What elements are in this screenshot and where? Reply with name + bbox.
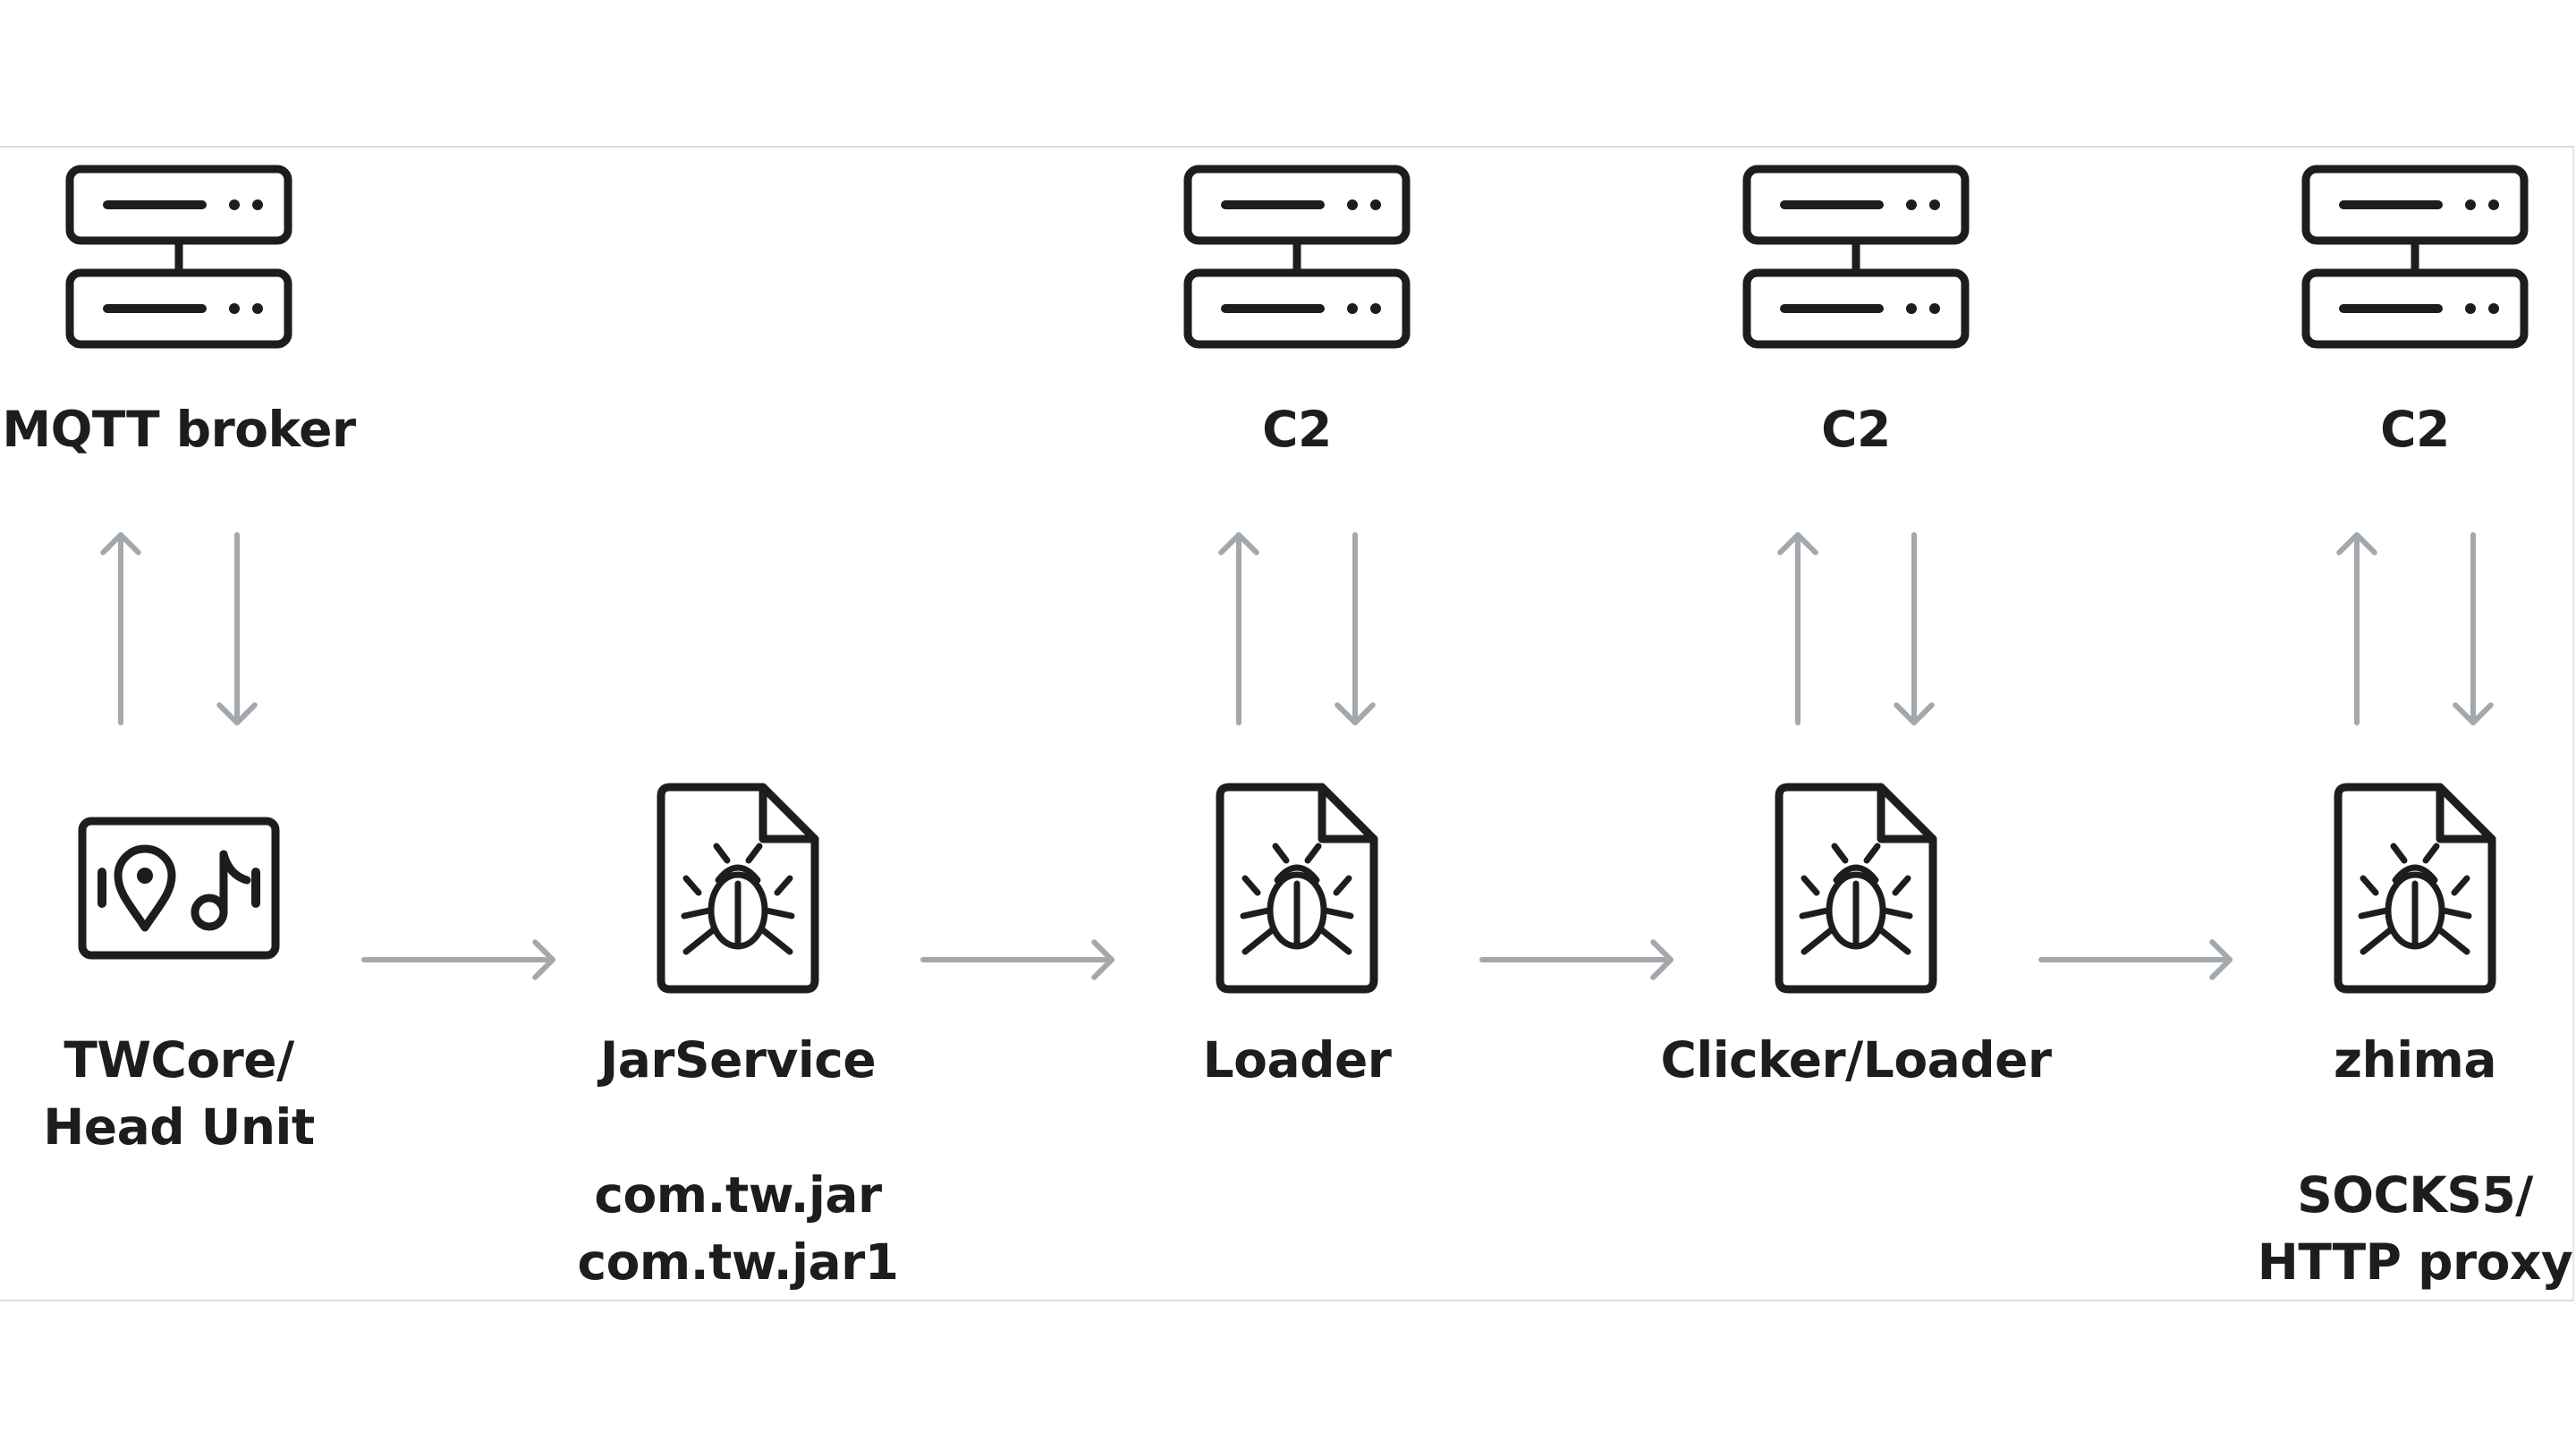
node-label-jarservice: JarService [599, 1027, 877, 1094]
node-sublabel-line: com.tw.jar1 [577, 1233, 899, 1291]
server-icon [2301, 165, 2529, 349]
node-sublabel-jarservice: com.tw.jar com.tw.jar1 [578, 1162, 899, 1296]
head-unit-icon [78, 817, 280, 960]
arrow-down-from-server [216, 532, 258, 725]
node-label-line: JarService [599, 1031, 877, 1089]
server-label-c2-loader: C2 [1262, 401, 1332, 458]
malware-file-icon [1216, 783, 1378, 994]
server-label-mqtt: MQTT broker [2, 401, 356, 458]
music-note-icon [191, 850, 251, 931]
arrow-down-from-server [1335, 532, 1376, 725]
arrow-down-from-server [2453, 532, 2494, 725]
node-label-line: Clicker/Loader [1660, 1031, 2052, 1089]
arrow-flow-right [361, 939, 555, 980]
node-label-loader: Loader [1203, 1027, 1392, 1094]
bug-icon [2358, 843, 2472, 955]
server-icon [65, 165, 292, 349]
server-icon [1183, 165, 1411, 349]
arrow-flow-right [2038, 939, 2233, 980]
node-sublabel-line: SOCKS5/ [2297, 1166, 2533, 1224]
node-sublabel-line: com.tw.jar [594, 1166, 882, 1224]
node-label-line: Head Unit [43, 1098, 315, 1156]
malware-file-icon [657, 783, 819, 994]
node-sublabel-zhima: SOCKS5/ HTTP proxy [2257, 1162, 2573, 1296]
node-label-line: TWCore/ [64, 1031, 294, 1089]
malware-file-icon [2334, 783, 2496, 994]
arrow-flow-right [920, 939, 1114, 980]
node-label-zhima: zhima [2334, 1027, 2496, 1094]
arrow-up-to-server [1777, 532, 1818, 725]
arrow-up-to-server [100, 532, 141, 725]
node-label-clicker-loader: Clicker/Loader [1660, 1027, 2052, 1094]
bug-icon [681, 843, 795, 955]
node-label-line: zhima [2334, 1031, 2496, 1089]
node-label-line: Loader [1202, 1031, 1392, 1089]
server-label-c2-clicker: C2 [1821, 401, 1891, 458]
bug-icon [1240, 843, 1354, 955]
diagram-frame [0, 146, 2574, 1301]
arrow-flow-right [1479, 939, 1674, 980]
malware-file-icon [1775, 783, 1937, 994]
node-label-twcore: TWCore/ Head Unit [43, 1027, 315, 1161]
arrow-up-to-server [1218, 532, 1259, 725]
server-label-c2-zhima: C2 [2380, 401, 2450, 458]
node-sublabel-line: HTTP proxy [2257, 1233, 2573, 1291]
server-icon [1742, 165, 1970, 349]
arrow-up-to-server [2336, 532, 2377, 725]
location-pin-icon [114, 844, 176, 932]
bug-icon [1799, 843, 1913, 955]
arrow-down-from-server [1894, 532, 1935, 725]
